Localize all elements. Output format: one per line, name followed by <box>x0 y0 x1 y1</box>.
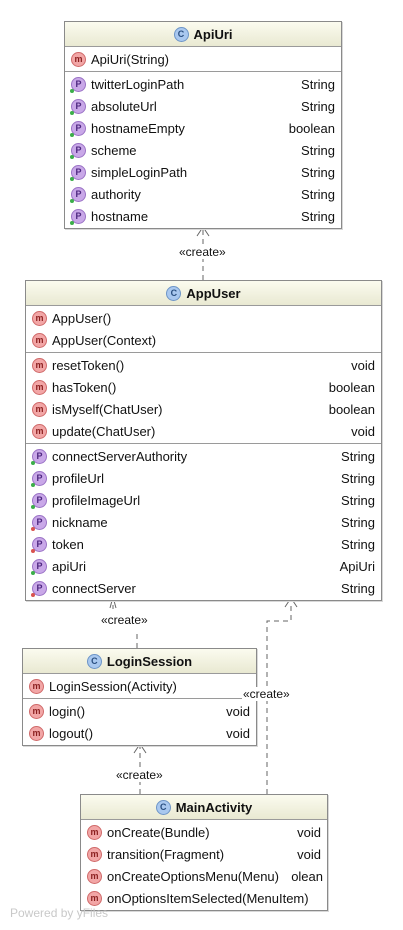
property-icon: P <box>70 76 86 93</box>
property-icon: P <box>70 142 86 159</box>
class-icon: C <box>173 26 189 42</box>
method-icon: m <box>87 846 102 862</box>
class-header: C ApiUri <box>65 22 341 47</box>
constructors-section: m ApiUri(String) <box>65 47 341 72</box>
class-icon: C <box>86 653 102 669</box>
method-icon: m <box>32 401 47 417</box>
constructor-row[interactable]: m ApiUri(String) <box>65 48 341 70</box>
class-title: ApiUri <box>193 26 233 42</box>
edge-label-create: «create» <box>115 768 164 782</box>
property-icon: P <box>31 448 47 465</box>
method-icon: m <box>71 51 86 67</box>
method-icon: m <box>87 824 102 840</box>
method-icon: m <box>29 725 44 741</box>
method-icon: m <box>29 703 44 719</box>
property-icon: P <box>31 514 47 531</box>
property-icon: P <box>31 492 47 509</box>
property-icon: P <box>70 186 86 203</box>
class-icon: C <box>166 285 182 301</box>
class-icon: C <box>155 799 171 815</box>
property-icon: P <box>70 164 86 181</box>
property-icon: P <box>31 558 47 575</box>
class-title: MainActivity <box>175 799 253 815</box>
class-header: C MainActivity <box>81 795 327 820</box>
method-icon: m <box>29 678 44 694</box>
method-icon: m <box>32 310 47 326</box>
class-title: LoginSession <box>106 653 193 669</box>
edge-label-create: «create» <box>178 245 227 259</box>
method-icon: m <box>32 423 47 439</box>
class-header: C LoginSession <box>23 649 256 674</box>
property-icon: P <box>70 120 86 137</box>
edge-label-create: «create» <box>242 687 291 701</box>
edge-label-create: «create» <box>100 613 149 627</box>
method-icon: m <box>87 890 102 906</box>
method-icon: m <box>32 357 47 373</box>
property-icon: P <box>31 580 47 597</box>
property-icon: P <box>31 470 47 487</box>
method-icon: m <box>87 868 102 884</box>
property-icon: P <box>31 536 47 553</box>
method-icon: m <box>32 332 47 348</box>
property-icon: P <box>70 208 86 225</box>
method-icon: m <box>32 379 47 395</box>
property-icon: P <box>70 98 86 115</box>
watermark: Powered by yFiles <box>10 906 109 920</box>
class-header: C AppUser <box>26 281 381 306</box>
class-title: AppUser <box>186 285 241 301</box>
